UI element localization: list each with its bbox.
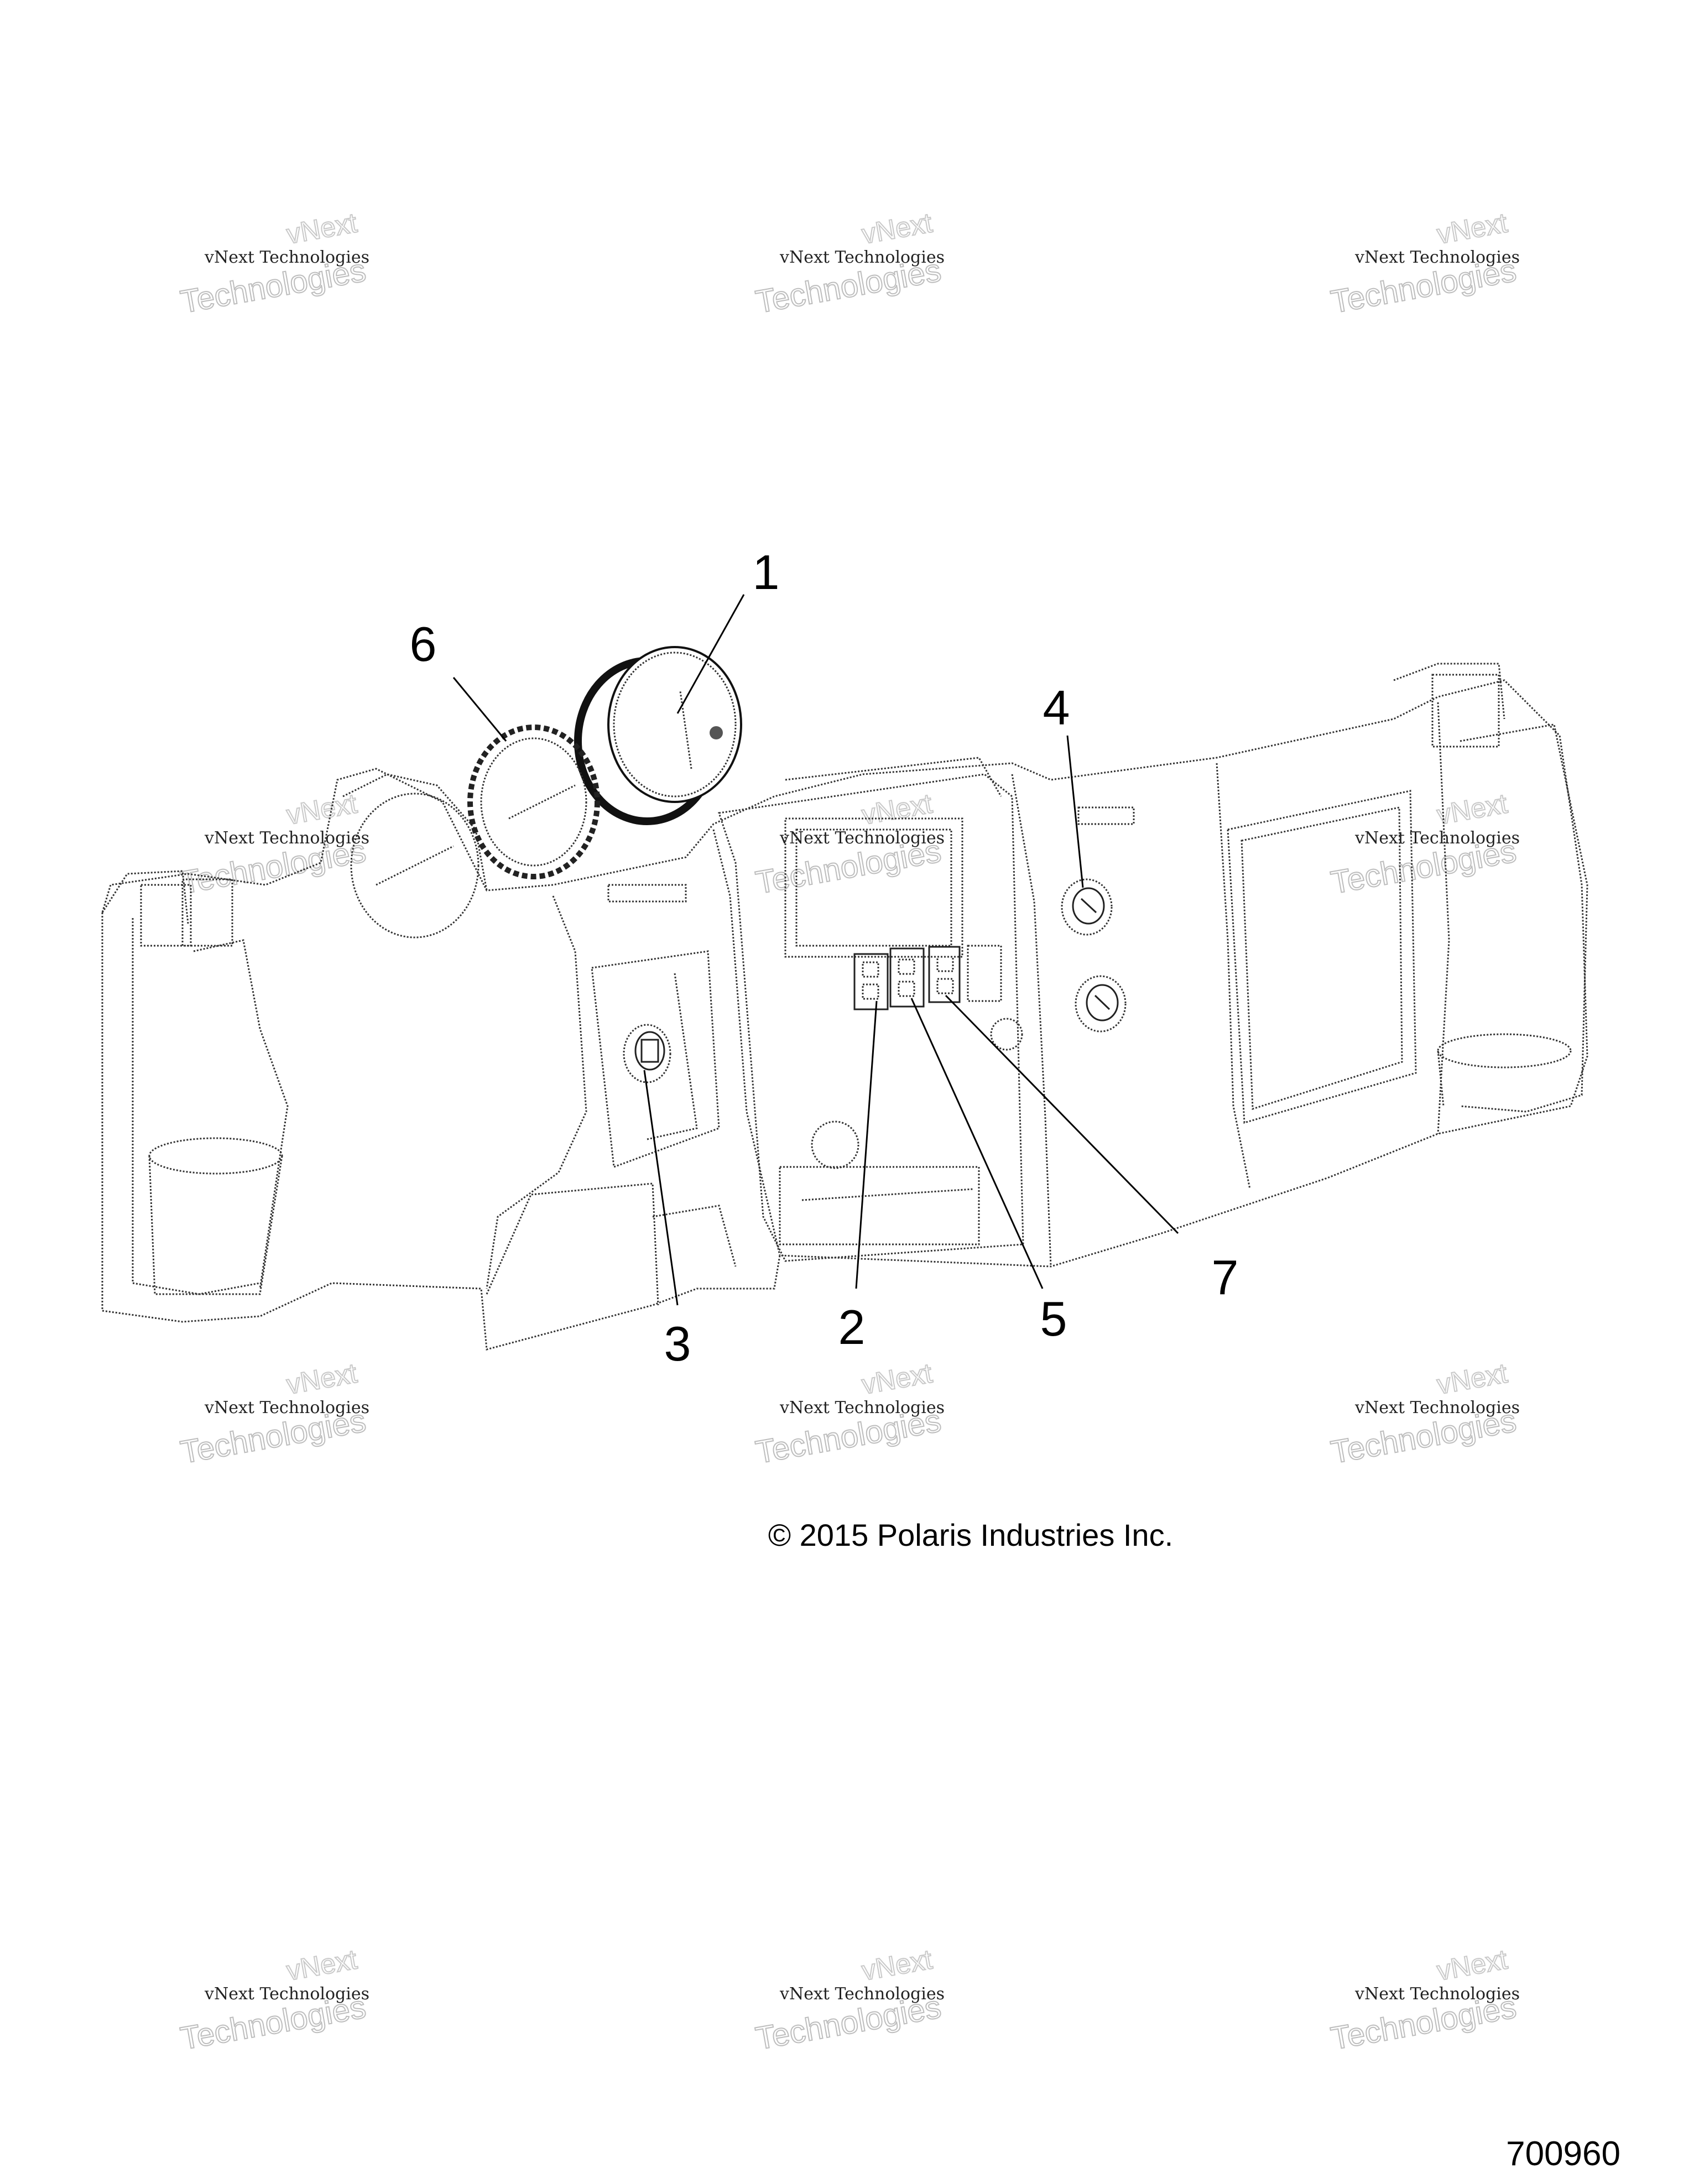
dashboard-assembly: [101, 663, 1588, 1351]
power-outlet-upper: [1061, 878, 1113, 936]
watermark-text: vNext Technologies: [779, 1984, 945, 2004]
power-outlet-lower: [1075, 975, 1127, 1033]
watermark-top: vNext: [859, 207, 935, 249]
watermark-text: vNext Technologies: [1354, 1398, 1520, 1417]
figure-id: 700960: [1506, 2135, 1620, 2173]
callout-2: 2: [838, 1300, 866, 1354]
watermark-top: vNext: [859, 788, 935, 830]
callout-4: 4: [1043, 680, 1070, 735]
watermark-text: vNext Technologies: [204, 828, 369, 848]
watermark-text: vNext Technologies: [779, 248, 945, 267]
watermark-top: vNext: [1435, 1357, 1510, 1400]
gauge-bezel-ring: [467, 724, 600, 879]
watermark-text: vNext Technologies: [1354, 1984, 1520, 2004]
callout-7: 7: [1212, 1250, 1239, 1305]
watermark-top: vNext: [1435, 207, 1510, 249]
speedometer-gauge: [574, 646, 742, 825]
callout-6: 6: [410, 617, 437, 671]
switch-panel: [853, 945, 1002, 1010]
watermark-text: vNext Technologies: [204, 248, 369, 267]
watermark-text: vNext Technologies: [779, 828, 945, 848]
callout-5: 5: [1040, 1291, 1067, 1346]
watermark-text: vNext Technologies: [1354, 248, 1520, 267]
watermark-top: vNext: [1435, 1943, 1510, 1986]
watermark-text: vNext Technologies: [204, 1398, 369, 1417]
watermark-top: vNext: [859, 1357, 935, 1400]
watermark-top: vNext: [859, 1943, 935, 1986]
watermark-top: vNext: [284, 207, 359, 249]
watermark-top: vNext: [284, 788, 359, 830]
callout-labels: 1 6 4 3 2 5 7: [410, 545, 1239, 1371]
callout-3: 3: [664, 1316, 691, 1371]
copyright-notice: © 2015 Polaris Industries Inc.: [768, 1518, 1173, 1552]
watermark-top: vNext: [284, 1357, 359, 1400]
leader-lines: [452, 594, 1179, 1306]
callout-1: 1: [753, 545, 780, 600]
watermark-top: vNext: [1435, 788, 1510, 830]
watermark-text: vNext Technologies: [779, 1398, 945, 1417]
watermark-text: vNext Technologies: [1354, 828, 1520, 848]
watermark-text: vNext Technologies: [204, 1984, 369, 2004]
watermark-top: vNext: [284, 1943, 359, 1986]
key-switch: [623, 1024, 671, 1083]
